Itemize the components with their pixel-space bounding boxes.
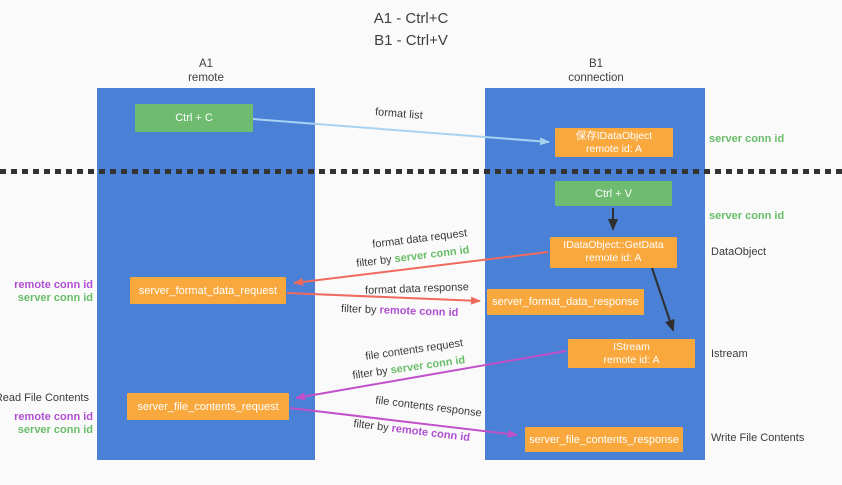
lane-b1-subtitle: connection [568, 72, 624, 84]
remote-conn-id-text: remote conn id [379, 304, 459, 320]
format-data-response-label: format data response [364, 281, 470, 297]
dataobject-annotation: DataObject [711, 246, 767, 258]
ctrl-c-node: Ctrl + C [135, 104, 253, 132]
getdata-line2: remote id: A [585, 252, 642, 264]
format-response-node: server_format_data_response [487, 289, 644, 315]
format-data-response-filter-label: filter by remote conn id [341, 303, 459, 319]
lane-b1-name: B1 [588, 58, 604, 70]
istream-line1: IStream [613, 341, 650, 353]
format-list-label: format list [374, 106, 424, 122]
filter-by-text: filter by [355, 253, 396, 270]
save-dataobject-node: 保存IDataObject remote id: A [555, 128, 673, 157]
save-dataobject-line2: remote id: A [585, 143, 643, 155]
filter-by-text: filter by [352, 417, 393, 435]
file-request-node: server_file_contents_request [127, 393, 289, 420]
format-request-label: server_format_data_request [138, 284, 278, 297]
ctrl-v-label: Ctrl + V [595, 187, 632, 200]
lane-header-b1: B1 connection [568, 57, 624, 85]
lane-a1-name: A1 [198, 58, 214, 70]
istream-line2: remote id: A [603, 354, 660, 366]
filter-by-text: filter by [340, 302, 380, 317]
getdata-node: IDataObject::GetData remote id: A [550, 237, 677, 268]
write-file-contents-annotation: Write File Contents [711, 432, 805, 444]
clipboard-boundary-divider [0, 169, 842, 174]
remote-conn-id-text: remote conn id [390, 422, 471, 445]
server-conn-id-annotation-top: server conn id [709, 133, 785, 145]
istream-annotation: Istream [711, 348, 748, 360]
lane-a1-subtitle: remote [188, 72, 224, 84]
file-request-label: server_file_contents_request [137, 400, 279, 413]
file-response-label: server_file_contents_response [529, 433, 679, 446]
title-line-1: A1 - Ctrl+C [373, 10, 449, 27]
remote-conn-id-annotation-2: remote conn id [14, 411, 93, 423]
ctrl-v-node: Ctrl + V [555, 181, 672, 206]
filter-by-text: filter by [351, 364, 392, 382]
istream-node: IStream remote id: A [568, 339, 695, 368]
diagram-title: A1 - Ctrl+C B1 - Ctrl+V [374, 8, 449, 52]
file-contents-response-filter-label: filter by remote conn id [353, 418, 471, 444]
ctrl-c-label: Ctrl + C [175, 112, 213, 124]
server-conn-id-annotation-mid: server conn id [709, 210, 785, 222]
remote-conn-id-annotation-1: remote conn id [14, 279, 93, 291]
title-line-2: B1 - Ctrl+V [374, 32, 448, 49]
format-request-node: server_format_data_request [130, 277, 286, 304]
file-response-node: server_file_contents_response [525, 427, 683, 452]
server-conn-id-annotation-2: server conn id [17, 424, 93, 436]
read-file-contents-annotation: Read File Contents [0, 392, 89, 404]
server-conn-id-annotation-1: server conn id [17, 292, 93, 304]
save-dataobject-line1: 保存IDataObject [575, 130, 653, 142]
format-response-label: server_format_data_response [492, 296, 639, 308]
getdata-line1: IDataObject::GetData [563, 239, 664, 251]
lane-header-a1: A1 remote [188, 57, 224, 85]
server-conn-id-text: server conn id [393, 244, 471, 266]
file-contents-response-label: file contents response [374, 394, 483, 420]
